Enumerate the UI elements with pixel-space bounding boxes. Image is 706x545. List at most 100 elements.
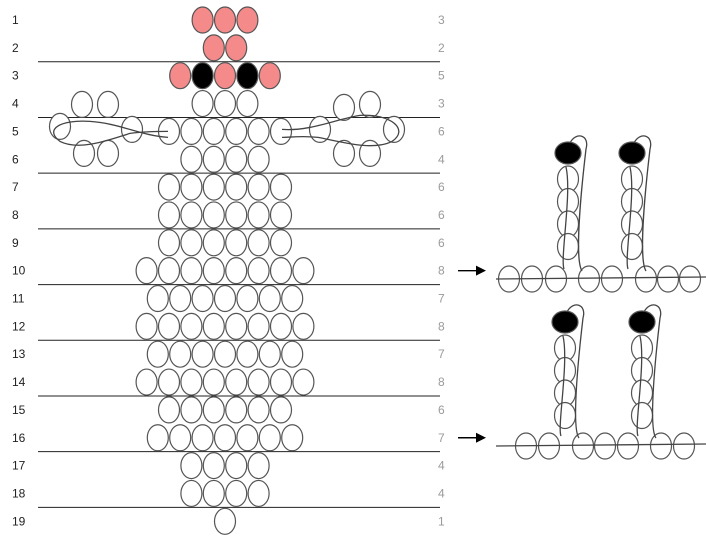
bead-grid — [135, 6, 315, 535]
bead-white — [180, 145, 203, 173]
row-bead-count: 3 — [438, 97, 445, 111]
row-number: 15 — [12, 403, 26, 417]
bead-white — [157, 229, 181, 257]
leg-base-bead — [656, 265, 680, 293]
side-arms — [48, 90, 406, 167]
bead-white — [213, 424, 237, 452]
bead-white — [247, 229, 270, 257]
bead-white — [157, 396, 181, 424]
bead-white — [269, 257, 293, 285]
bead-white — [225, 312, 248, 340]
row-number: 14 — [12, 375, 26, 389]
bead-white — [281, 284, 304, 313]
leg-base-thread — [495, 276, 706, 280]
bead-white — [281, 424, 304, 452]
row-bead-count: 6 — [438, 180, 445, 194]
arm-thread-right — [281, 114, 400, 147]
row-number: 16 — [12, 431, 26, 445]
bead-white — [157, 201, 181, 229]
bead-white — [157, 312, 181, 340]
bead-white — [202, 312, 225, 340]
row-number: 4 — [12, 97, 19, 111]
bead-pink — [236, 6, 259, 34]
arm-bead-left — [96, 90, 120, 119]
bead-white — [236, 424, 259, 452]
arrow-head — [476, 432, 486, 443]
leg-base-bead — [672, 432, 696, 460]
bead-white — [269, 173, 293, 201]
bead-white — [236, 284, 259, 313]
leg-thread — [559, 304, 585, 439]
arm-bead-left — [96, 139, 120, 167]
bead-white — [292, 368, 315, 396]
row-bead-count: 7 — [438, 431, 445, 445]
bead-white — [157, 173, 181, 201]
bead-white — [292, 257, 315, 285]
bead-white — [202, 229, 225, 257]
bead-white — [135, 368, 158, 396]
row-bead-count: 6 — [438, 403, 445, 417]
bead-pink — [169, 62, 192, 90]
row-number: 7 — [12, 180, 19, 194]
bead-white — [269, 229, 293, 257]
bead-white — [225, 479, 248, 508]
bead-white — [269, 201, 293, 229]
bead-white — [269, 396, 293, 424]
bead-white — [225, 229, 248, 257]
bead-pink — [258, 62, 281, 90]
bead-pink — [225, 34, 248, 62]
arm-bead-right — [382, 115, 406, 143]
bead-white — [269, 312, 293, 340]
arm-bead-left — [72, 139, 96, 167]
row-number: 12 — [12, 319, 26, 333]
bead-white — [281, 340, 304, 368]
row-number: 6 — [12, 152, 19, 166]
row-bead-count: 4 — [438, 459, 445, 473]
bead-white — [247, 479, 270, 508]
leg-foot-bead-black — [628, 310, 656, 334]
leg-thread — [636, 304, 662, 439]
bead-white — [292, 312, 315, 340]
bead-white — [247, 173, 270, 201]
bead-white — [202, 201, 225, 229]
leg-thread — [562, 135, 588, 272]
leg-base-bead — [600, 265, 624, 293]
bead-pink — [213, 62, 237, 90]
bead-white — [146, 284, 169, 313]
bead-white — [202, 396, 225, 424]
arm-bead-right — [308, 115, 332, 143]
bead-white — [247, 257, 270, 285]
row-bead-count: 4 — [438, 152, 445, 166]
row-number: 17 — [12, 459, 26, 473]
bead-white — [180, 257, 203, 285]
bead-white — [157, 368, 181, 396]
bead-white — [169, 340, 192, 368]
legs-detail — [458, 135, 706, 460]
bead-white — [202, 117, 225, 145]
bead-white — [202, 452, 225, 480]
bead-white — [169, 424, 192, 452]
bead-white — [180, 173, 203, 201]
bead-white — [180, 229, 203, 257]
row-bead-count: 7 — [438, 347, 445, 361]
bead-white — [191, 284, 214, 313]
leg-bead — [630, 401, 654, 430]
bead-white — [236, 89, 259, 118]
bead-white — [236, 340, 259, 368]
bead-white — [146, 340, 169, 368]
leg-foot-bead-black — [554, 141, 582, 165]
row-bead-count: 1 — [438, 514, 445, 528]
leg-base-bead — [593, 432, 617, 460]
bead-pink — [202, 34, 225, 62]
bead-white — [213, 284, 237, 313]
bead-white — [225, 396, 248, 424]
bead-white — [247, 312, 270, 340]
leg-foot-bead-black — [618, 141, 646, 165]
bead-white — [225, 452, 248, 480]
bead-white — [191, 89, 214, 118]
leg-base-thread — [495, 443, 706, 447]
bead-white — [202, 257, 225, 285]
leg-base-bead — [678, 265, 702, 293]
